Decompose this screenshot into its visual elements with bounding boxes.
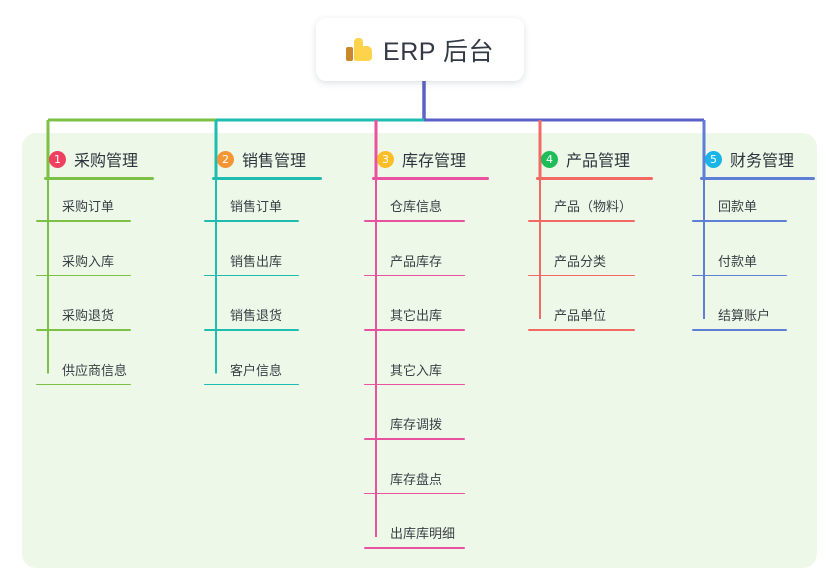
leaf-underline xyxy=(364,383,465,385)
leaf-node-label: 产品库存 xyxy=(390,253,443,269)
branch-number-badge: 1 xyxy=(49,150,66,168)
branch-column-2: 2 销售管理 xyxy=(204,146,322,180)
leaf-node-label: 销售退货 xyxy=(230,308,283,323)
branch-column-1: 1 采购管理 xyxy=(36,146,154,180)
leaf-node-label: 销售订单 xyxy=(230,199,283,214)
branch-header-4[interactable]: 4 产品管理 xyxy=(528,146,653,180)
branch-header-3[interactable]: 3 库存管理 xyxy=(364,146,489,180)
leaf-node[interactable]: 产品单位 xyxy=(528,305,635,331)
leaf-underline xyxy=(204,383,299,385)
leaf-node-label: 出库库明细 xyxy=(390,526,456,541)
leaf-node[interactable]: 其它出库 xyxy=(364,305,465,331)
leaf-underline xyxy=(204,220,299,222)
leaf-underline xyxy=(528,329,635,331)
branch-header-5[interactable]: 5 财务管理 xyxy=(692,146,815,180)
leaf-node-label: 产品分类 xyxy=(554,253,607,269)
leaf-node[interactable]: 产品（物料） xyxy=(528,196,635,222)
leaf-node[interactable]: 库存调拨 xyxy=(364,414,465,440)
leaf-node[interactable]: 仓库信息 xyxy=(364,196,465,222)
leaf-underline xyxy=(692,329,787,331)
leaf-node[interactable]: 采购订单 xyxy=(36,196,131,222)
leaf-node-label: 其它入库 xyxy=(390,362,443,378)
leaf-underline xyxy=(364,274,465,276)
branch-column-4: 4 产品管理 xyxy=(528,146,653,180)
branch-header-2[interactable]: 2 销售管理 xyxy=(204,146,322,180)
leaf-underline xyxy=(364,438,465,440)
branch-header-1[interactable]: 1 采购管理 xyxy=(36,146,154,180)
leaf-underline xyxy=(528,220,635,222)
branch-underline xyxy=(372,177,489,180)
thumbs-up-icon xyxy=(346,37,373,62)
leaf-node-label: 回款单 xyxy=(718,199,758,214)
leaf-node[interactable]: 结算账户 xyxy=(692,305,787,331)
leaf-node-label: 采购退货 xyxy=(62,308,115,323)
branch-number-badge: 2 xyxy=(217,150,234,168)
leaf-node-label: 客户信息 xyxy=(230,362,283,378)
branch-number-badge: 5 xyxy=(705,150,722,168)
leaf-node-label: 库存调拨 xyxy=(390,417,443,432)
leaf-underline xyxy=(204,329,299,331)
leaf-node-label: 其它出库 xyxy=(390,308,443,323)
branch-title: 财务管理 xyxy=(730,153,795,170)
root-node[interactable]: ERP 后台 xyxy=(316,18,524,81)
leaf-underline xyxy=(364,329,465,331)
leaf-underline xyxy=(36,383,131,385)
leaf-underline xyxy=(36,274,131,276)
leaf-node-label: 结算账户 xyxy=(718,308,771,323)
branch-underline xyxy=(700,177,815,180)
leaf-node[interactable]: 销售订单 xyxy=(204,196,299,222)
leaf-node-label: 产品（物料） xyxy=(554,199,633,214)
leaf-underline xyxy=(528,274,635,276)
branch-column-5: 5 财务管理 xyxy=(692,146,815,180)
leaf-node[interactable]: 采购入库 xyxy=(36,251,131,276)
branch-underline xyxy=(536,177,653,180)
leaf-node-label: 产品单位 xyxy=(554,308,607,323)
branch-title: 库存管理 xyxy=(402,153,467,170)
leaf-underline xyxy=(36,220,131,222)
leaf-node[interactable]: 付款单 xyxy=(692,251,787,276)
leaf-node[interactable]: 回款单 xyxy=(692,196,787,222)
leaf-node[interactable]: 库存盘点 xyxy=(364,469,465,494)
leaf-underline xyxy=(364,492,465,494)
leaf-node[interactable]: 采购退货 xyxy=(36,305,131,331)
leaf-underline xyxy=(364,220,465,222)
leaf-node[interactable]: 产品分类 xyxy=(528,251,635,276)
branch-column-3: 3 库存管理 xyxy=(364,146,489,180)
branch-title: 采购管理 xyxy=(74,153,139,170)
leaf-node[interactable]: 供应商信息 xyxy=(36,360,131,385)
leaf-node[interactable]: 销售出库 xyxy=(204,251,299,276)
branch-title: 销售管理 xyxy=(242,153,307,170)
leaf-node-label: 采购订单 xyxy=(62,199,115,214)
leaf-underline xyxy=(36,329,131,331)
leaf-underline xyxy=(364,547,465,549)
leaf-node-label: 付款单 xyxy=(718,253,758,269)
leaf-node[interactable]: 产品库存 xyxy=(364,251,465,276)
leaf-node-label: 库存盘点 xyxy=(390,471,443,487)
branch-title: 产品管理 xyxy=(566,153,631,170)
branch-number-badge: 3 xyxy=(377,150,394,168)
branch-underline xyxy=(212,177,322,180)
leaf-node[interactable]: 销售退货 xyxy=(204,305,299,331)
leaf-node-label: 供应商信息 xyxy=(62,362,128,378)
leaf-underline xyxy=(692,274,787,276)
leaf-node[interactable]: 其它入库 xyxy=(364,360,465,385)
root-node-label: ERP 后台 xyxy=(383,37,494,66)
leaf-node-label: 采购入库 xyxy=(62,253,115,269)
content-panel xyxy=(22,133,817,568)
leaf-node[interactable]: 出库库明细 xyxy=(364,523,465,549)
leaf-underline xyxy=(692,220,787,222)
branch-number-badge: 4 xyxy=(541,150,558,168)
leaf-node[interactable]: 客户信息 xyxy=(204,360,299,385)
leaf-node-label: 仓库信息 xyxy=(390,199,443,214)
branch-underline xyxy=(44,177,154,180)
leaf-underline xyxy=(204,274,299,276)
leaf-node-label: 销售出库 xyxy=(230,253,283,269)
